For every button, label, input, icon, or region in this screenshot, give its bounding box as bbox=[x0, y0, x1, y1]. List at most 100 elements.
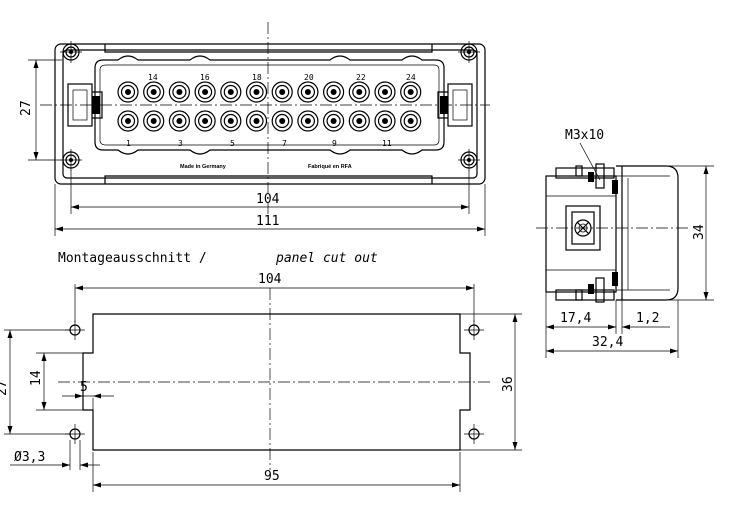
pin-number-5: 5 bbox=[230, 139, 235, 148]
cutout-dimension-95: 95 bbox=[92, 452, 461, 492]
cutout-dimension-27: 27 bbox=[0, 329, 70, 435]
locking-peg-right bbox=[437, 83, 473, 127]
contact-pin-inner bbox=[326, 84, 341, 100]
contact-pin-icon bbox=[194, 81, 216, 103]
pin-number-9: 9 bbox=[332, 139, 337, 148]
contact-pin-core bbox=[202, 89, 209, 95]
contact-pin-icon bbox=[245, 81, 268, 103]
contact-pin-core bbox=[356, 89, 363, 95]
contact-pin-inner bbox=[403, 84, 418, 100]
contact-pin-core bbox=[304, 89, 311, 95]
contact-pin-core bbox=[227, 118, 234, 124]
contact-pin-inner bbox=[352, 113, 367, 129]
contact-pin-core bbox=[150, 89, 157, 95]
contact-pin-icon bbox=[245, 110, 268, 132]
contact-pin-inner bbox=[146, 84, 161, 100]
pin-number-3: 3 bbox=[178, 139, 183, 148]
corner-screw-icon bbox=[60, 149, 82, 171]
svg-text:32,4: 32,4 bbox=[592, 335, 623, 350]
svg-text:34: 34 bbox=[692, 224, 707, 240]
svg-text:17,4: 17,4 bbox=[560, 311, 591, 326]
svg-text:111: 111 bbox=[256, 214, 279, 229]
contact-pin-icon bbox=[400, 81, 422, 103]
pin-number-1: 1 bbox=[126, 139, 131, 148]
label-made-in-germany: Made in Germany bbox=[180, 164, 227, 170]
cutout-title-en: panel cut out bbox=[275, 251, 378, 266]
svg-text:Ø3,3: Ø3,3 bbox=[14, 450, 45, 465]
dimension-104: 104 bbox=[70, 170, 470, 214]
contact-pin-inner bbox=[275, 84, 290, 100]
contact-pin-core bbox=[304, 118, 311, 124]
contact-pin-inner bbox=[352, 84, 367, 100]
contact-pin-inner bbox=[223, 84, 238, 100]
contact-pin-icon bbox=[220, 81, 242, 103]
pin-number-16: 16 bbox=[200, 73, 210, 82]
contact-pin-icon bbox=[143, 81, 165, 103]
contact-pins bbox=[117, 81, 422, 132]
svg-text:104: 104 bbox=[258, 272, 282, 287]
dimension-27: 27 bbox=[19, 59, 62, 161]
contact-pin-icon bbox=[143, 110, 165, 132]
contact-pin-inner bbox=[377, 84, 393, 100]
contact-pin-icon bbox=[168, 110, 190, 132]
mounting-hole-icon bbox=[464, 424, 484, 444]
svg-text:95: 95 bbox=[264, 469, 280, 484]
contact-pin-inner bbox=[403, 113, 418, 129]
dimension-34: 34 bbox=[668, 165, 714, 301]
contact-pin-core bbox=[253, 89, 260, 95]
dimension-32-4: 32,4 bbox=[546, 300, 679, 358]
contact-pin-icon bbox=[297, 110, 319, 132]
contact-pin-icon bbox=[400, 110, 422, 132]
contact-pin-icon bbox=[220, 110, 242, 132]
contact-pin-core bbox=[356, 118, 363, 124]
contact-pin-core bbox=[253, 118, 260, 124]
pin-number-22: 22 bbox=[356, 73, 366, 82]
contact-pin-inner bbox=[172, 84, 187, 100]
contact-pin-core bbox=[125, 89, 131, 95]
contact-pin-core bbox=[407, 118, 414, 124]
contact-pin-icon bbox=[323, 110, 345, 132]
svg-text:27: 27 bbox=[19, 100, 34, 116]
contact-pin-icon bbox=[271, 110, 293, 132]
contact-pin-core bbox=[150, 118, 157, 124]
contact-pin-icon bbox=[271, 81, 293, 103]
contact-pin-icon bbox=[323, 81, 345, 103]
mounting-hole-icon bbox=[464, 320, 484, 340]
contact-pin-inner bbox=[120, 84, 136, 100]
dimension-111: 111 bbox=[54, 184, 486, 236]
pin-number-18: 18 bbox=[252, 73, 262, 82]
svg-text:5: 5 bbox=[80, 380, 88, 395]
contact-pin-inner bbox=[249, 84, 264, 100]
pin-number-24: 24 bbox=[406, 73, 416, 82]
contact-pin-inner bbox=[275, 113, 290, 129]
svg-text:104: 104 bbox=[256, 192, 280, 207]
pin-number-14: 14 bbox=[148, 73, 158, 82]
contact-pin-core bbox=[176, 118, 183, 124]
contact-pin-icon bbox=[117, 81, 139, 103]
screw-label: M3x10 bbox=[565, 128, 604, 143]
dimension-17-4: 17,4 bbox=[545, 292, 623, 358]
locking-peg-left bbox=[67, 83, 103, 127]
contact-pin-icon bbox=[117, 110, 139, 132]
cutout-dimension-14: 14 bbox=[29, 352, 83, 411]
contact-pin-icon bbox=[348, 81, 370, 103]
contact-pin-icon bbox=[374, 81, 396, 103]
svg-text:14: 14 bbox=[29, 370, 44, 386]
contact-pin-core bbox=[227, 89, 234, 95]
contact-pin-inner bbox=[377, 113, 393, 129]
contact-pin-core bbox=[330, 89, 337, 95]
corner-screw-icon bbox=[458, 149, 480, 171]
cutout-title-de: Montageausschnitt / bbox=[58, 251, 207, 266]
contact-pin-inner bbox=[223, 113, 238, 129]
contact-pin-icon bbox=[297, 81, 319, 103]
pin-number-11: 11 bbox=[382, 139, 392, 148]
contact-pin-core bbox=[279, 118, 286, 124]
label-fabrique: Fabriqué en RFA bbox=[308, 164, 352, 170]
corner-screw-icon bbox=[60, 41, 82, 63]
contact-pin-icon bbox=[348, 110, 370, 132]
contact-pin-inner bbox=[198, 113, 213, 129]
contact-pin-inner bbox=[172, 113, 187, 129]
contact-pin-icon bbox=[168, 81, 190, 103]
contact-pin-icon bbox=[194, 110, 216, 132]
